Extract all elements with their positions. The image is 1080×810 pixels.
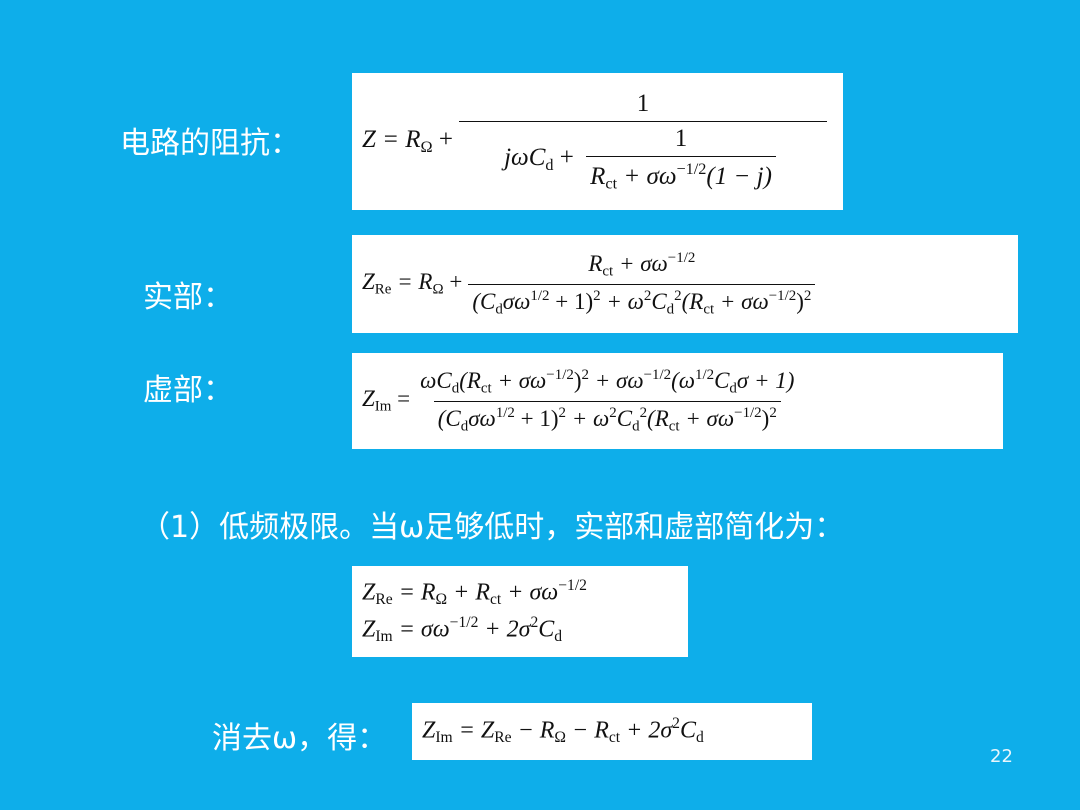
formula-numerator: Rct + σω−1/2 <box>588 250 696 280</box>
imag-part-label: 虚部： <box>143 373 233 408</box>
imag-part-formula: ZIm = ωCd(Rct + σω−1/2)2 + σω−1/2(ω1/2Cd… <box>352 353 1003 449</box>
formula-numerator: ωCd(Rct + σω−1/2)2 + σω−1/2(ω1/2Cdσ + 1) <box>420 367 795 397</box>
inner-numerator: 1 <box>674 124 688 152</box>
formula-numerator: 1 <box>636 89 650 117</box>
imag-part-low-freq: ZIm = σω−1/2 + 2σ2Cd <box>362 613 563 645</box>
eliminate-formula: ZIm = ZRe − RΩ − Rct + 2σ2Cd <box>412 703 812 760</box>
inner-denominator: Rct + σω−1/2(1 − j) <box>586 155 776 194</box>
real-part-formula: ZRe = RΩ + Rct + σω−1/2(Cdσω1/2 + 1)2 + … <box>352 235 1018 333</box>
formula-denominator: (Cdσω1/2 + 1)2 + ω2Cd2(Rct + σω−1/2)2 <box>433 400 781 435</box>
page-number: 22 <box>990 746 1013 767</box>
inner-lhs: jωCd + <box>504 143 581 174</box>
formula-lhs: Z = RΩ + <box>362 126 453 156</box>
result-equation: ZIm = ZRe − RΩ − Rct + 2σ2Cd <box>422 715 704 747</box>
impedance-label: 电路的阻抗： <box>120 126 300 161</box>
eliminate-label: 消去ω，得： <box>212 721 388 756</box>
low-frequency-text: （1）低频极限。当ω足够低时，实部和虚部简化为： <box>140 510 845 545</box>
formula-lhs: ZIm = <box>362 386 411 415</box>
real-part-label: 实部： <box>143 280 233 315</box>
real-part-low-freq: ZRe = RΩ + Rct + σω−1/2 <box>362 577 587 609</box>
formula-lhs: ZRe = RΩ + <box>362 269 463 298</box>
formula-denominator: (Cdσω1/2 + 1)2 + ω2Cd2(Rct + σω−1/2)2 <box>468 283 816 318</box>
